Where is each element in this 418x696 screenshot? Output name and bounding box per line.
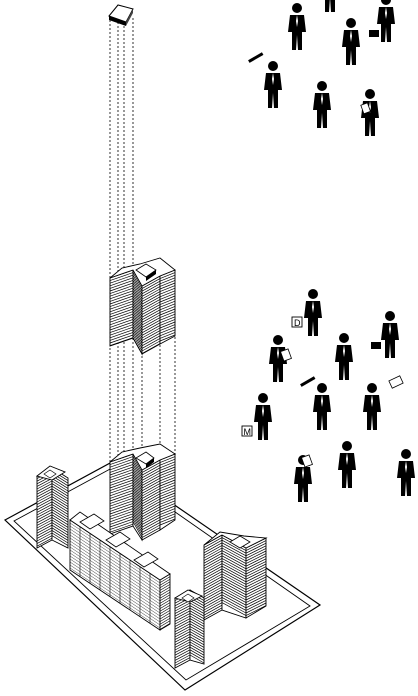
roof-piece xyxy=(109,5,133,26)
briefcase-icon xyxy=(369,30,379,37)
person-icon xyxy=(335,333,353,380)
person-icon xyxy=(304,289,322,336)
upper-people-group xyxy=(248,0,395,136)
base-tower xyxy=(110,444,175,540)
person-icon xyxy=(264,61,282,108)
hammer-icon xyxy=(248,52,263,63)
right-tower xyxy=(204,532,266,620)
person-icon xyxy=(342,18,360,65)
person-icon xyxy=(313,383,331,430)
projection-lines xyxy=(110,18,175,480)
person-icon xyxy=(338,441,356,488)
document-icon xyxy=(389,376,403,388)
person-icon xyxy=(254,393,272,440)
person-icon xyxy=(321,0,339,12)
hammer-icon xyxy=(300,376,315,387)
person-icon xyxy=(288,3,306,50)
person-icon xyxy=(397,449,415,496)
svg-text:D: D xyxy=(294,318,301,328)
person-icon xyxy=(381,311,399,358)
lower-people-group: D M xyxy=(242,289,415,502)
left-tower xyxy=(37,466,68,548)
person-icon xyxy=(377,0,395,42)
svg-text:M: M xyxy=(244,427,252,437)
floating-tower xyxy=(110,258,175,354)
briefcase-icon xyxy=(371,342,381,349)
document-icon xyxy=(302,455,313,467)
badge-m: M xyxy=(242,426,252,437)
person-icon xyxy=(363,383,381,430)
front-tower xyxy=(175,590,204,668)
badge-d: D xyxy=(292,317,302,328)
person-icon xyxy=(313,81,331,128)
